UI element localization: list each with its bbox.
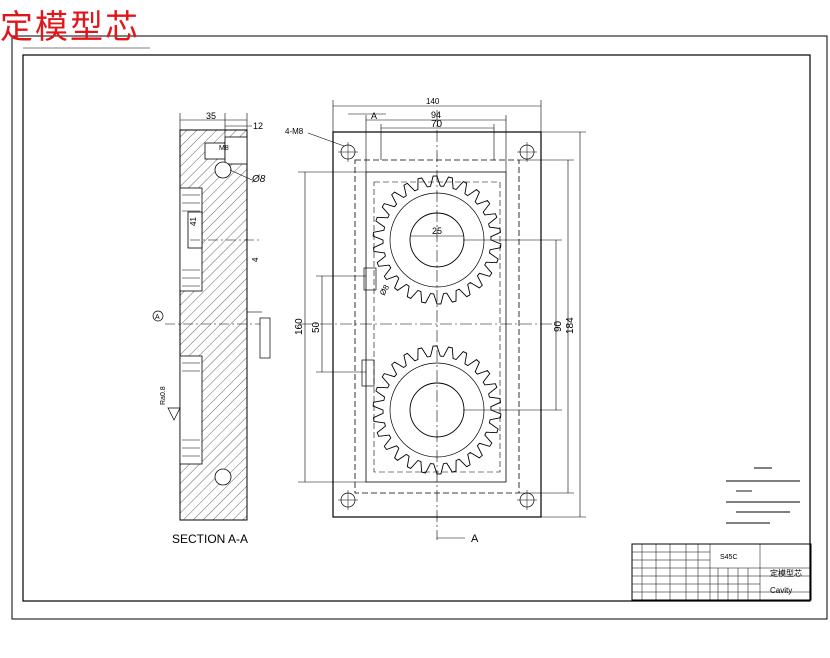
dim-70: 70 xyxy=(431,119,443,130)
section-view: M8 35 12 Ø8 41 4 A Ra0.8 SECTION A-A xyxy=(152,111,271,546)
roughness: Ra0.8 xyxy=(160,386,167,405)
dim-90: 90 xyxy=(553,320,564,332)
upper-gear-teeth xyxy=(372,175,502,305)
dim-dia-8-hole: Ø8 xyxy=(378,283,391,297)
dim-gear-span: 25 xyxy=(432,226,442,236)
section-label: SECTION A-A xyxy=(172,532,248,546)
dim-41: 41 xyxy=(189,217,198,226)
part-name-en: Cavity xyxy=(770,586,792,595)
dim-4: 4 xyxy=(251,257,260,262)
dim-160: 160 xyxy=(294,318,305,335)
counterbore-label: M8 xyxy=(219,145,229,152)
sheet-outer-border xyxy=(11,35,828,620)
dim-50: 50 xyxy=(311,321,322,333)
lower-gear-teeth xyxy=(372,345,502,475)
dim-35: 35 xyxy=(206,111,216,121)
material-code: S45C xyxy=(720,554,738,561)
sheet-inner-border xyxy=(22,54,811,602)
plan-view: Ø8 140 94 70 25 A A 4-M8 xyxy=(285,97,586,545)
part-name-cn: 定模型芯 xyxy=(770,568,802,578)
section-marker-top: A xyxy=(371,111,377,121)
dim-overall-width: 140 xyxy=(426,97,440,106)
dim-dia-8-side: Ø8 xyxy=(251,174,266,185)
technical-notes xyxy=(726,467,800,524)
datum-marker: A xyxy=(155,314,160,321)
title-block: S45C 定模型芯 Cavity xyxy=(631,543,812,601)
banner-title: 定模型芯 xyxy=(0,7,140,46)
dim-94: 94 xyxy=(431,110,441,120)
dim-184: 184 xyxy=(565,317,576,334)
section-marker-bottom: A xyxy=(471,533,479,545)
hole-spec: 4-M8 xyxy=(285,127,304,136)
dim-12: 12 xyxy=(253,121,263,131)
